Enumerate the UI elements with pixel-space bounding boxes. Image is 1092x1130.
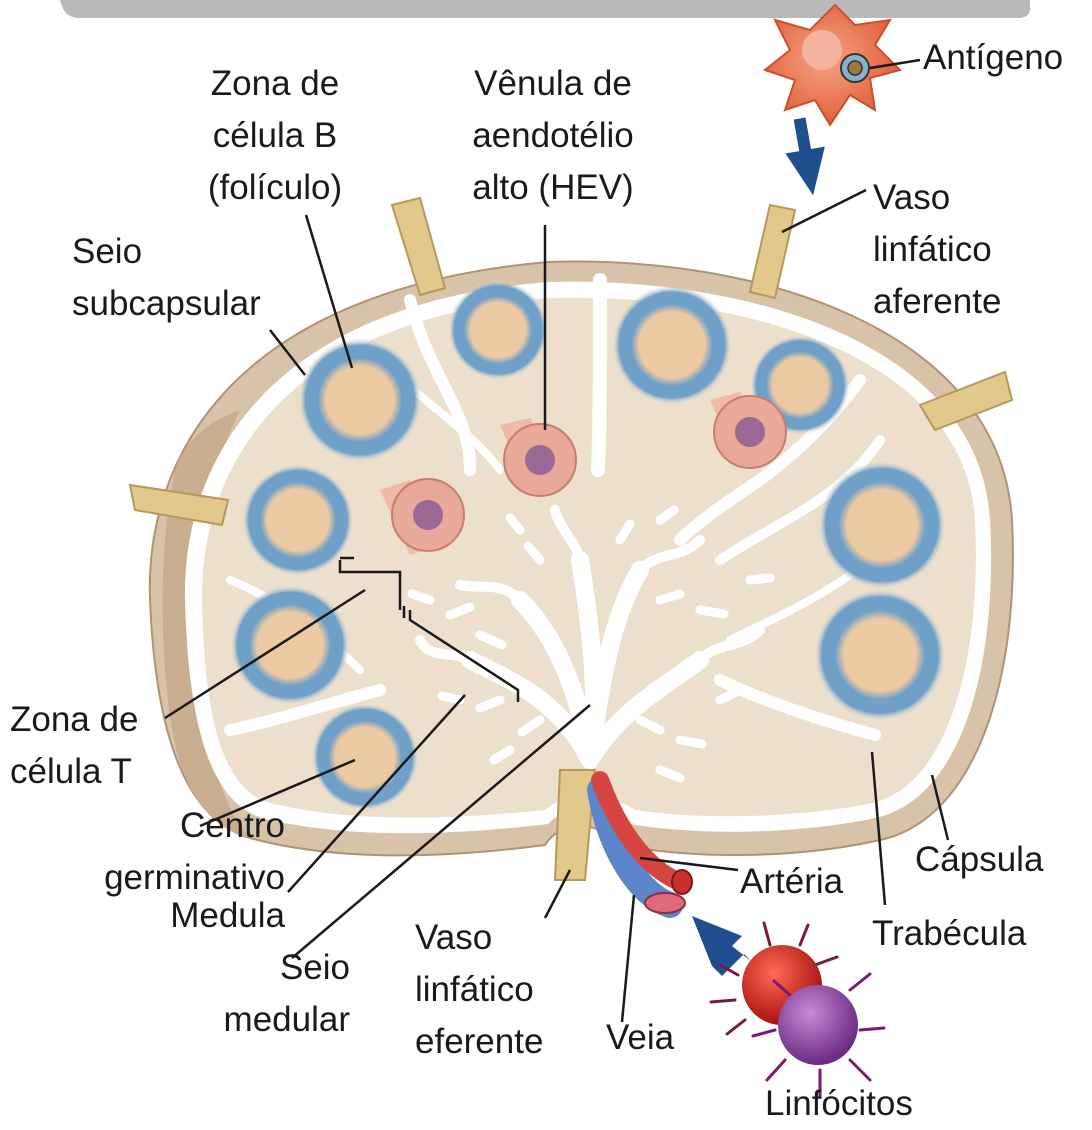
follicle [242, 464, 354, 576]
label-zona-celula-t: Zona de célula T [10, 694, 138, 798]
follicle [818, 461, 946, 589]
arrow-down-icon [780, 115, 833, 199]
top-frame [60, 0, 1030, 18]
label-antigeno: Antígeno [923, 32, 1063, 84]
label-trabecula: Trabécula [872, 908, 1026, 960]
label-veia: Veia [606, 1012, 674, 1064]
lymphocytes [711, 923, 884, 1096]
label-medula: Medula [60, 890, 285, 942]
label-arteria: Artéria [740, 856, 843, 908]
artery-opening [672, 870, 692, 894]
follicle [230, 585, 350, 705]
label-centro-germinativo: Centro germinativo [60, 800, 285, 904]
label-vaso-eferente: Vaso linfático eferente [415, 912, 543, 1068]
label-venula-hev: Vênula de aendotélio alto (HEV) [448, 58, 658, 214]
follicle [814, 589, 946, 721]
label-vaso-aferente: Vaso linfático aferente [873, 172, 1001, 328]
follicle [448, 280, 548, 380]
vein-opening [645, 893, 685, 913]
label-zona-celula-b: Zona de célula B (folículo) [180, 58, 370, 214]
follicle [311, 703, 419, 811]
label-capsula: Cápsula [915, 834, 1043, 886]
label-linfocitos: Linfócitos [765, 1078, 913, 1130]
label-seio-subcapsular: Seio subcapsular [72, 226, 261, 330]
label-seio-medular: Seio medular [60, 942, 350, 1046]
antigen-presenting-cell [765, 5, 900, 125]
follicle [298, 338, 422, 462]
follicle [612, 285, 732, 405]
